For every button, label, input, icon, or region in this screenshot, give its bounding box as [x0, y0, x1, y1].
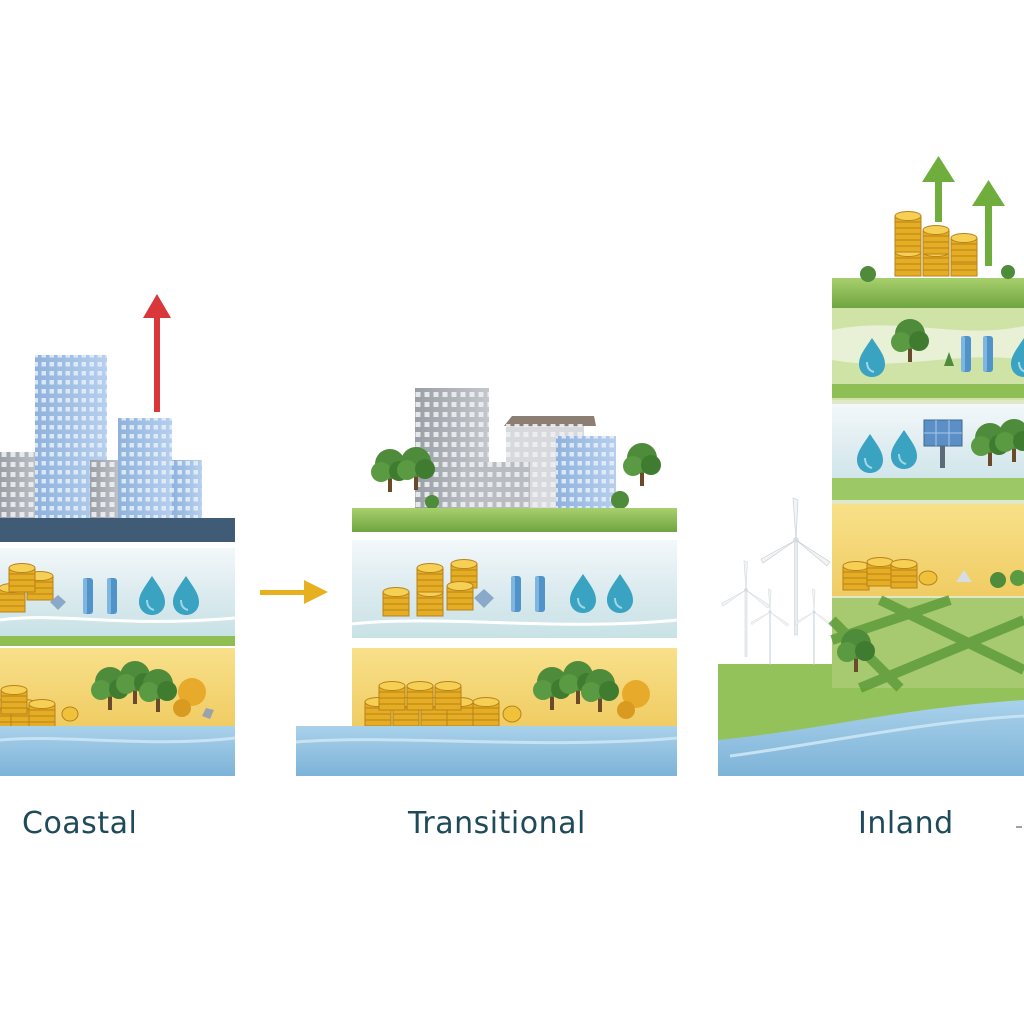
wind-turbine-icon [794, 588, 833, 665]
transitional-label: Transitional [408, 806, 586, 841]
transitional-sea [296, 726, 677, 776]
inland-panel [718, 156, 1024, 828]
inland-river [718, 700, 1024, 776]
coastal-pillar-icon [107, 578, 117, 614]
inland-coins [842, 557, 938, 591]
transitional-tree-icon [623, 443, 661, 486]
wind-turbine-icon [760, 497, 831, 636]
wind-turbine-icon [750, 588, 789, 665]
transitional-pillar-icon [535, 576, 545, 612]
coastal-label: Coastal [22, 806, 138, 841]
solar-panel-icon [923, 419, 963, 468]
inland-pillar-icon [983, 336, 993, 372]
coastal-coins-2 [0, 685, 79, 729]
transitional-ground [352, 508, 677, 532]
transitional-buildings [415, 388, 616, 510]
transitional-pillar-icon [511, 576, 521, 612]
coastal-trend-arrow [143, 294, 171, 412]
transitional-coins-2 [364, 681, 522, 727]
transitional-nugget-icon [617, 680, 650, 719]
coastal-sea [0, 726, 235, 776]
coastal-nugget-icon [173, 678, 214, 719]
coastal-pillar-icon [83, 578, 93, 614]
coastal-waterline [0, 518, 235, 542]
transition-arrow [260, 580, 328, 604]
inland-label: Inland [858, 806, 954, 841]
inland-pillar-icon [961, 336, 971, 372]
coastal-panel [0, 294, 236, 776]
coastal-gem-icon [50, 595, 66, 610]
inland-trend-arrows [922, 156, 1005, 266]
coastal-skyline [0, 355, 202, 522]
inland-top-grass [832, 278, 1024, 308]
transitional-panel [295, 388, 678, 776]
wind-turbine-icon [721, 560, 771, 657]
